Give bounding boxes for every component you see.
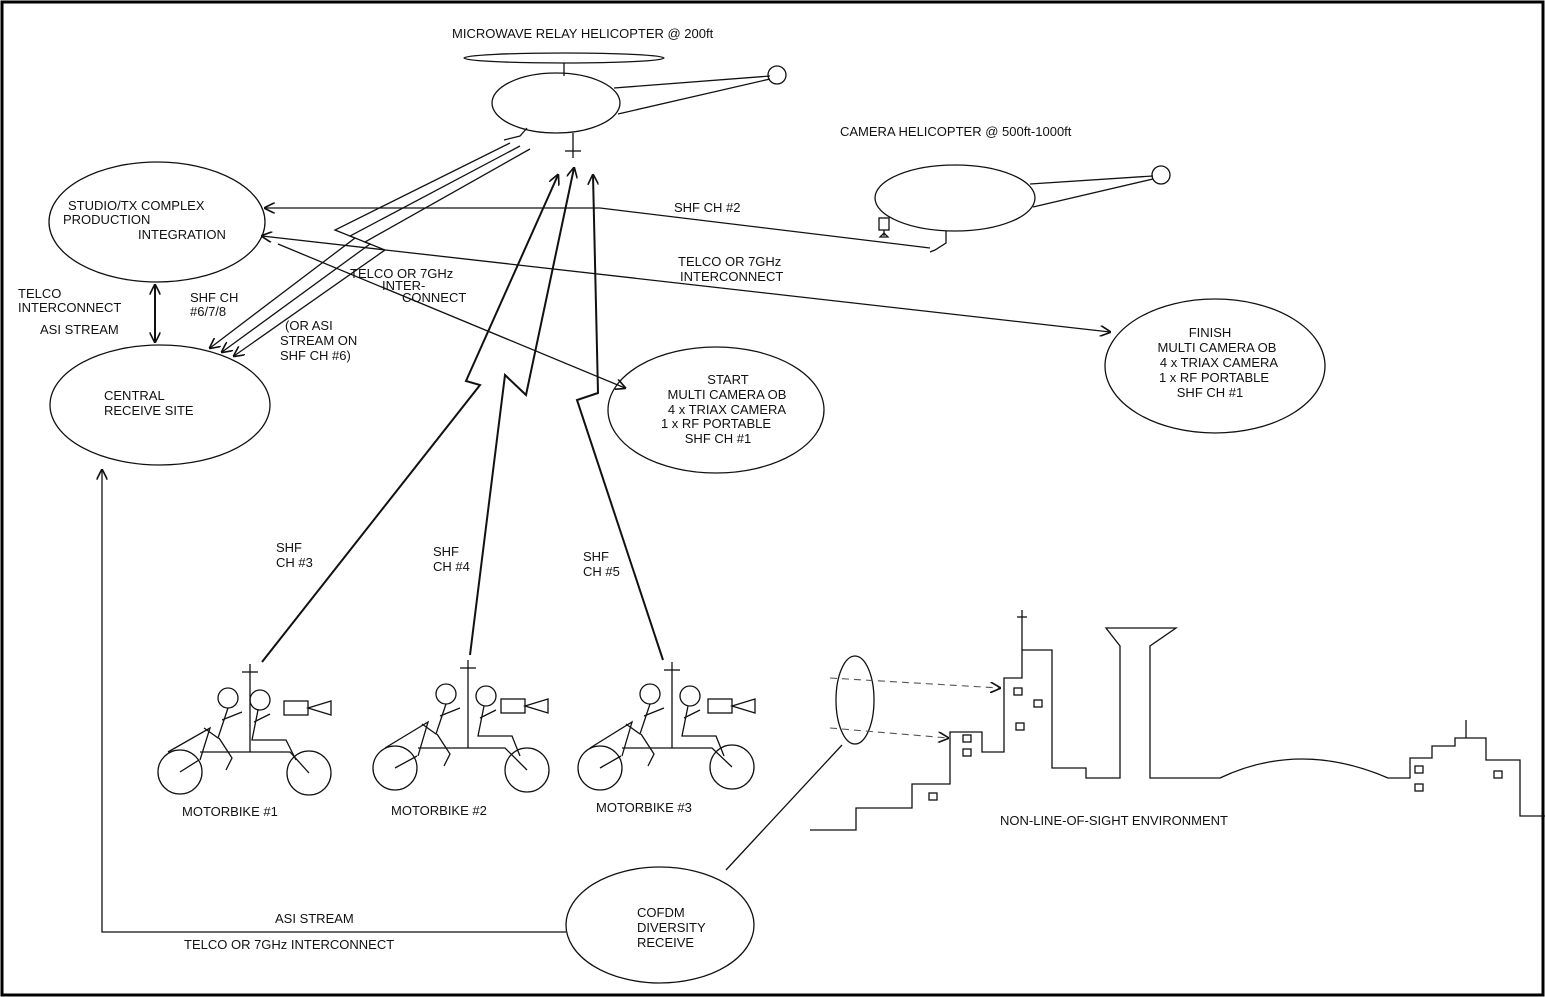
asi-left-label: ASI STREAM: [40, 322, 119, 337]
motorbike-2: [372, 660, 550, 793]
motorbike-3: [577, 662, 756, 791]
telco-bottom-label: TELCO OR 7GHz INTERCONNECT: [184, 937, 394, 952]
camera-helicopter-label: CAMERA HELICOPTER @ 500ft-1000ft: [840, 124, 1072, 139]
start-ob-node: [607, 346, 825, 474]
nlos-label: NON-LINE-OF-SIGHT ENVIRONMENT: [1000, 813, 1228, 828]
shf-ch3-uplink: [261, 175, 558, 663]
motorbike-3-label: MOTORBIKE #3: [596, 800, 692, 815]
motorbike-1-label: MOTORBIKE #1: [182, 804, 278, 819]
relay-helicopter-label: MICROWAVE RELAY HELICOPTER @ 200ft: [452, 26, 714, 41]
motorbike-1: [157, 664, 332, 796]
relay-downlinks: [210, 142, 531, 356]
cofdm-to-central-link: [102, 470, 566, 933]
receive-antenna: [835, 655, 875, 745]
studio-node: [48, 161, 266, 283]
antenna-to-cofdm-link: [725, 744, 843, 871]
shf-678-label: SHF CH#6/7/8: [190, 290, 238, 319]
asi-bottom-label: ASI STREAM: [275, 911, 354, 926]
motorbike-2-label: MOTORBIKE #2: [391, 803, 487, 818]
cofdm-receive-node: [565, 866, 755, 984]
finish-ob-node: [1104, 298, 1326, 434]
finish-interconnect-link: [262, 236, 1110, 332]
shf-ch5-uplink: [575, 175, 664, 661]
shf-ch4-uplink: [469, 168, 574, 656]
shf-ch2-label: SHF CH #2: [674, 200, 740, 215]
start-interconnect-link: [277, 243, 625, 388]
camera-helicopter: [874, 164, 1171, 253]
relay-helicopter: [463, 52, 787, 158]
city-skyline: [810, 610, 1545, 831]
central-receive-node: [49, 344, 271, 466]
